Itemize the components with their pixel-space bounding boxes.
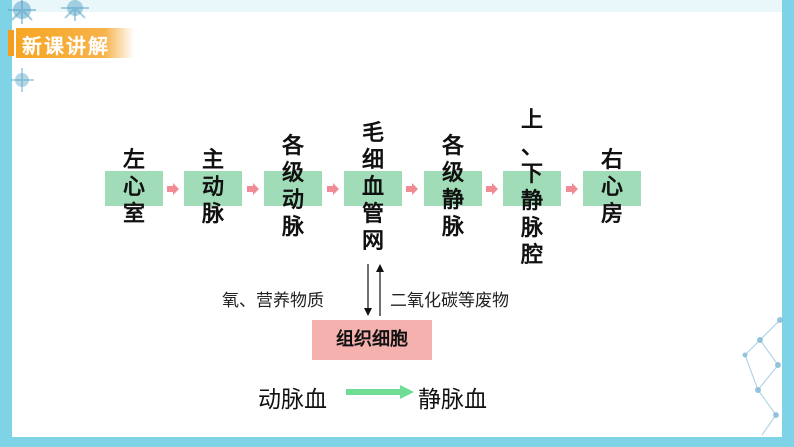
flow-arrow-icon bbox=[327, 183, 339, 195]
title-accent bbox=[8, 30, 14, 56]
virus-icon bbox=[11, 68, 34, 92]
step-label-aorta: 主动脉 bbox=[201, 148, 224, 227]
title-background bbox=[16, 28, 134, 58]
step-label-left-ventricle: 左心室 bbox=[122, 148, 145, 227]
page-title: 新课讲解 bbox=[22, 34, 110, 58]
step-box bbox=[583, 171, 641, 206]
step-label-right-atrium: 右心房 bbox=[600, 148, 623, 227]
step-box bbox=[503, 171, 561, 206]
arterial-blood-text: 动脉血 bbox=[258, 387, 327, 413]
virus-icon bbox=[8, 0, 36, 24]
flow-arrow-icon bbox=[247, 183, 259, 195]
top-strip bbox=[0, 0, 794, 12]
oxygen-nutrients-text: 氧、营养物质 bbox=[222, 291, 324, 311]
step-label-vena-cava: 上、下静脉腔 bbox=[520, 108, 543, 268]
step-box bbox=[344, 171, 402, 206]
co2-waste-text: 二氧化碳等废物 bbox=[390, 291, 509, 311]
step-label-veins: 各级静脉 bbox=[441, 134, 464, 240]
virus-icon bbox=[61, 0, 89, 21]
step-box bbox=[264, 171, 322, 206]
venous-blood-text: 静脉血 bbox=[418, 387, 487, 413]
step-box bbox=[105, 171, 163, 206]
step-label-capillaries: 毛细血管网 bbox=[361, 121, 384, 254]
flow-arrow-icon bbox=[486, 183, 498, 195]
step-box bbox=[424, 171, 482, 206]
exchange-arrows-icon bbox=[364, 264, 384, 316]
change-arrow-icon bbox=[346, 385, 414, 399]
flow-arrow-icon bbox=[167, 183, 179, 195]
flow-arrow-icon bbox=[406, 183, 418, 195]
molecule-icon bbox=[742, 317, 783, 436]
step-label-arteries: 各级动脉 bbox=[281, 134, 304, 240]
flow-arrow-icon bbox=[566, 183, 578, 195]
step-box bbox=[184, 171, 242, 206]
tissue-cell-box: 组织细胞 bbox=[312, 320, 432, 360]
